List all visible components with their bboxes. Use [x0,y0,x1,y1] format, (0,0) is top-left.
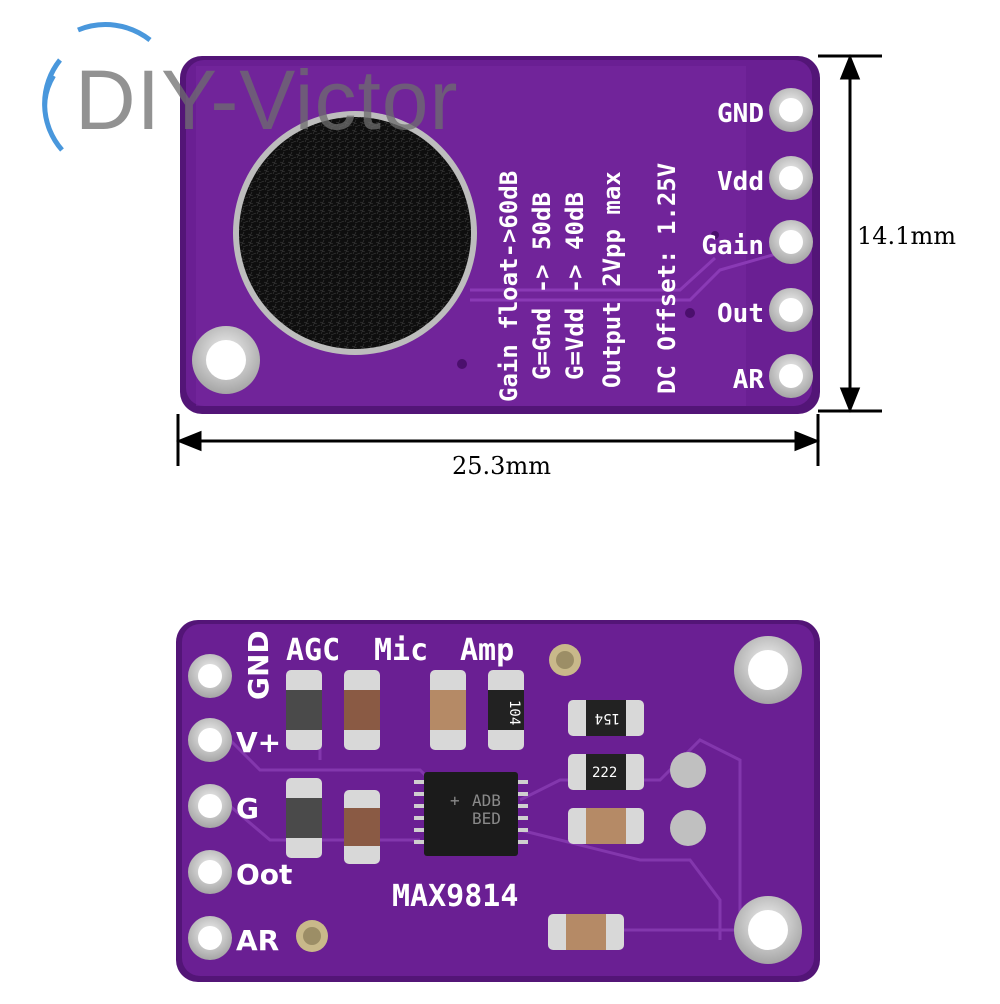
ic-marking: BED [472,809,501,828]
watermark-logo [42,22,152,152]
height-dimension [818,53,882,414]
bottom-pin-label: Oot [236,858,292,891]
silkscreen-output: Output 2Vpp max [598,171,626,388]
max9814-ic: ADB BED + [414,772,528,856]
bottom-pin-label: G [236,792,259,825]
resistor-code: 154 [595,710,620,726]
ic-marking: ADB [472,791,501,810]
top-pin-label: Gain [701,231,764,261]
width-label: 25.3mm [452,452,551,480]
silkscreen-gain-vdd: G=Vdd -> 40dB [561,192,589,380]
height-label: 14.1mm [857,222,956,250]
bottom-pin-label: V+ [236,726,281,759]
microphone-capsule [233,111,477,355]
top-pin-label: GND [717,99,764,129]
chip-label: MAX9814 [392,879,518,914]
header-label-amp: Amp [460,633,514,668]
top-pin-pads [769,88,813,398]
silkscreen-gain-gnd: G=Gnd -> 50dB [528,192,556,380]
ic-marking: + [450,791,460,810]
top-board: GND Vdd Gain Out AR Gain float->60dB G=G… [180,56,820,414]
resistor-code: 222 [592,765,617,781]
resistor-code: 104 [506,700,522,725]
watermark-text: DIY-Victor [75,53,459,147]
header-label-agc: AGC [286,633,340,668]
top-pin-label: Vdd [717,167,764,197]
silkscreen-gain-float: Gain float->60dB [495,171,523,402]
smd-components [286,670,644,950]
bottom-pin-label: GND [242,630,275,700]
bottom-pin-label: AR [236,924,279,957]
header-label-mic: Mic [374,633,428,668]
silkscreen-dc-offset: DC Offset: 1.25V [653,163,681,394]
width-dimension [175,414,821,466]
bottom-board: 104 154 222 ADB BED + GND V+ G Oot [176,620,820,982]
top-pin-label: Out [717,299,764,329]
bottom-pin-pads [188,654,232,960]
top-pin-label: AR [733,365,765,395]
